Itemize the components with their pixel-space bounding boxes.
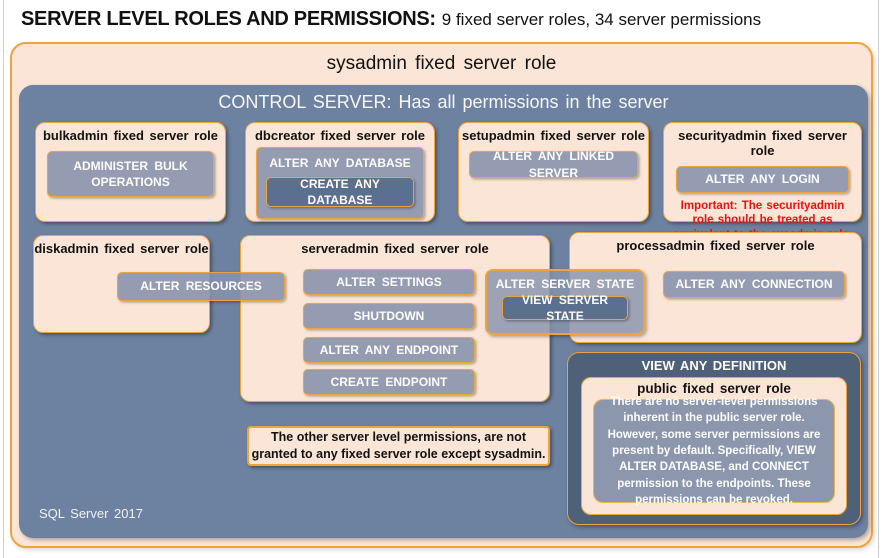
securityadmin-role-title: securityadmin fixed server role <box>678 128 847 158</box>
sql-server-version-label: SQL Server 2017 <box>39 506 143 521</box>
processadmin-role-title: processadmin fixed server role <box>616 238 815 253</box>
permission-alter-any-linked-server: ALTER ANY LINKED SERVER <box>469 149 638 180</box>
other-permissions-note: The other server level permissions, are … <box>247 426 550 466</box>
permission-create-endpoint: CREATE ENDPOINT <box>303 369 475 395</box>
sysadmin-role-label: sysadmin fixed server role <box>326 53 557 74</box>
public-role-box: public fixed server role There are no se… <box>581 377 847 515</box>
permission-view-any-definition-box: VIEW ANY DEFINITION public fixed server … <box>567 352 861 525</box>
control-server-box: CONTROL SERVER: Has all permissions in t… <box>19 85 868 538</box>
permission-create-any-database: CREATE ANY DATABASE <box>266 177 414 207</box>
permission-alter-any-database: ALTER ANY DATABASE CREATE ANY DATABASE <box>256 147 424 219</box>
public-role-description: There are no server-level permissions in… <box>593 396 835 506</box>
page-title: SERVER LEVEL ROLES AND PERMISSIONS: 9 fix… <box>21 8 761 31</box>
diskadmin-role-title: diskadmin fixed server role <box>34 241 209 256</box>
page-title-sub: 9 fixed server roles, 34 server permissi… <box>441 10 762 29</box>
permission-alter-server-state: ALTER SERVER STATE VIEW SERVER STATE <box>485 269 645 335</box>
permission-alter-settings: ALTER SETTINGS <box>303 269 475 295</box>
setupadmin-role-title: setupadmin fixed server role <box>461 128 645 143</box>
permission-shutdown: SHUTDOWN <box>303 303 475 329</box>
setupadmin-role-box: setupadmin fixed server role ALTER ANY L… <box>458 122 649 222</box>
permission-alter-server-state-label: ALTER SERVER STATE <box>495 277 635 291</box>
serveradmin-role-title: serveradmin fixed server role <box>301 241 489 256</box>
bulkadmin-role-title: bulkadmin fixed server role <box>42 128 219 143</box>
permission-view-server-state: VIEW SERVER STATE <box>502 293 628 323</box>
public-role-title: public fixed server role <box>637 381 791 396</box>
permission-alter-resources: ALTER RESOURCES <box>117 272 285 301</box>
dbcreator-role-title: dbcreator fixed server role <box>254 128 426 143</box>
securityadmin-role-box: securityadmin fixed server role ALTER AN… <box>663 122 862 241</box>
processadmin-role-box: processadmin fixed server role ALTER ANY… <box>569 232 862 343</box>
bulkadmin-role-box: bulkadmin fixed server role ADMINISTER B… <box>35 122 226 222</box>
slide-edge-right <box>878 0 879 558</box>
permission-view-any-definition-label: VIEW ANY DEFINITION <box>641 358 787 373</box>
dbcreator-role-box: dbcreator fixed server role ALTER ANY DA… <box>245 122 435 222</box>
permission-alter-any-connection: ALTER ANY CONNECTION <box>663 271 845 298</box>
permission-alter-any-endpoint: ALTER ANY ENDPOINT <box>303 337 475 363</box>
sysadmin-role-box: sysadmin fixed server role CONTROL SERVE… <box>10 42 873 548</box>
slide-edge-left <box>3 0 4 558</box>
page-title-main: SERVER LEVEL ROLES AND PERMISSIONS: <box>21 8 436 30</box>
permission-alter-any-login: ALTER ANY LOGIN <box>676 166 849 193</box>
permission-alter-any-database-label: ALTER ANY DATABASE <box>269 155 411 170</box>
permission-administer-bulk-operations: ADMINISTER BULK OPERATIONS <box>47 151 214 197</box>
control-server-label: CONTROL SERVER: Has all permissions in t… <box>218 92 669 112</box>
